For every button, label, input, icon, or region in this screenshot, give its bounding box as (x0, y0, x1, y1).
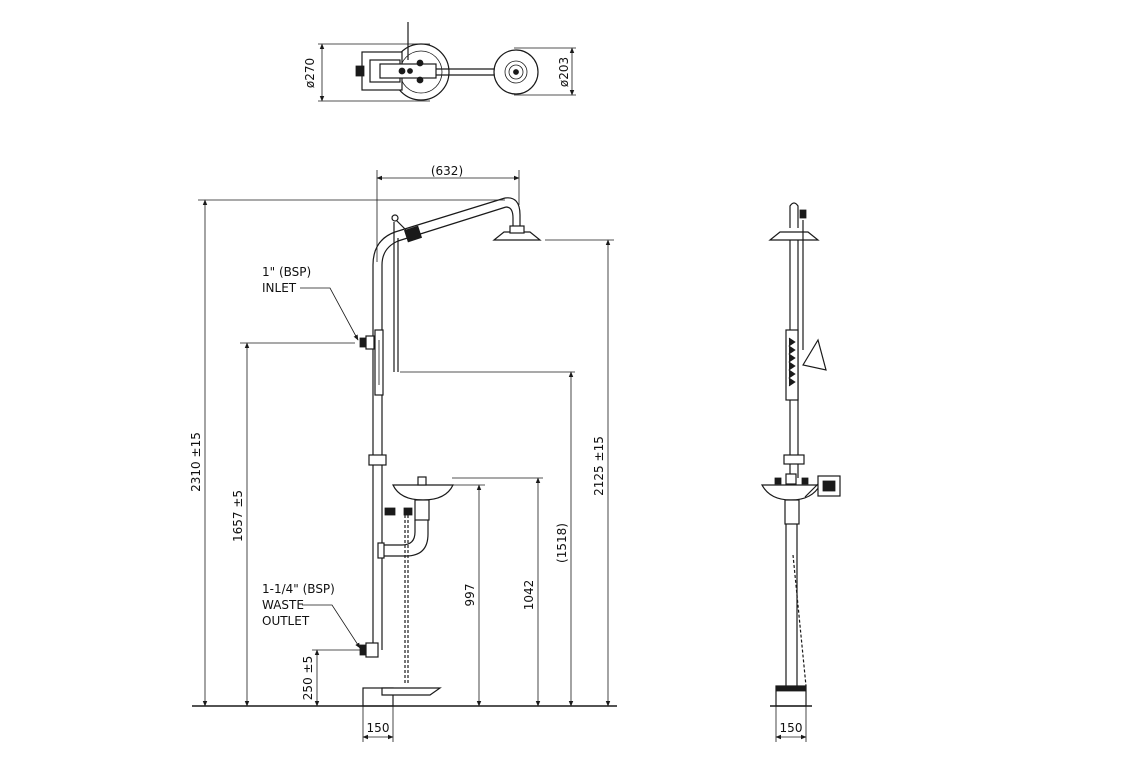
dim-label-1042: 1042 (522, 580, 536, 611)
dim-label-1657: 1657 ±5 (231, 490, 245, 542)
dim-label-997: 997 (463, 584, 477, 607)
top-view: ø270 ø203 (303, 22, 576, 102)
side-bowl (760, 484, 822, 501)
foot-pedal (381, 687, 442, 696)
outlet-note-line-2: WASTE (262, 598, 304, 612)
front-shower-head (492, 231, 542, 241)
side-foot-chain (792, 554, 807, 687)
dim-label-270: ø270 (303, 58, 317, 88)
outlet-note-line-1: 1-1/4" (BSP) (262, 582, 335, 596)
dim-label-1518: (1518) (555, 523, 569, 563)
side-view: 150 (760, 202, 841, 742)
outlet-leader (302, 604, 361, 649)
dim-label-203: ø203 (557, 57, 571, 87)
dim-label-250: 250 ±5 (301, 656, 315, 700)
front-view: (632) 2310 ±15 1657 ±5 2125 ±15 (1518) 1… (189, 164, 617, 742)
inlet-leader (300, 287, 359, 341)
outlet-note-line-3: OUTLET (262, 614, 310, 628)
dim-label-150-side: 150 (780, 721, 803, 735)
inlet-note-line-1: 1" (BSP) (262, 265, 311, 279)
dim-label-150-front: 150 (367, 721, 390, 735)
front-bowl (392, 484, 454, 501)
side-pull-handle (802, 338, 827, 371)
inlet-note-line-2: INLET (262, 281, 297, 295)
dim-label-2125: 2125 ±15 (592, 436, 606, 496)
dim-label-2310: 2310 ±15 (189, 432, 203, 492)
side-shower-head (768, 231, 820, 241)
dim-label-632: (632) (431, 164, 463, 178)
